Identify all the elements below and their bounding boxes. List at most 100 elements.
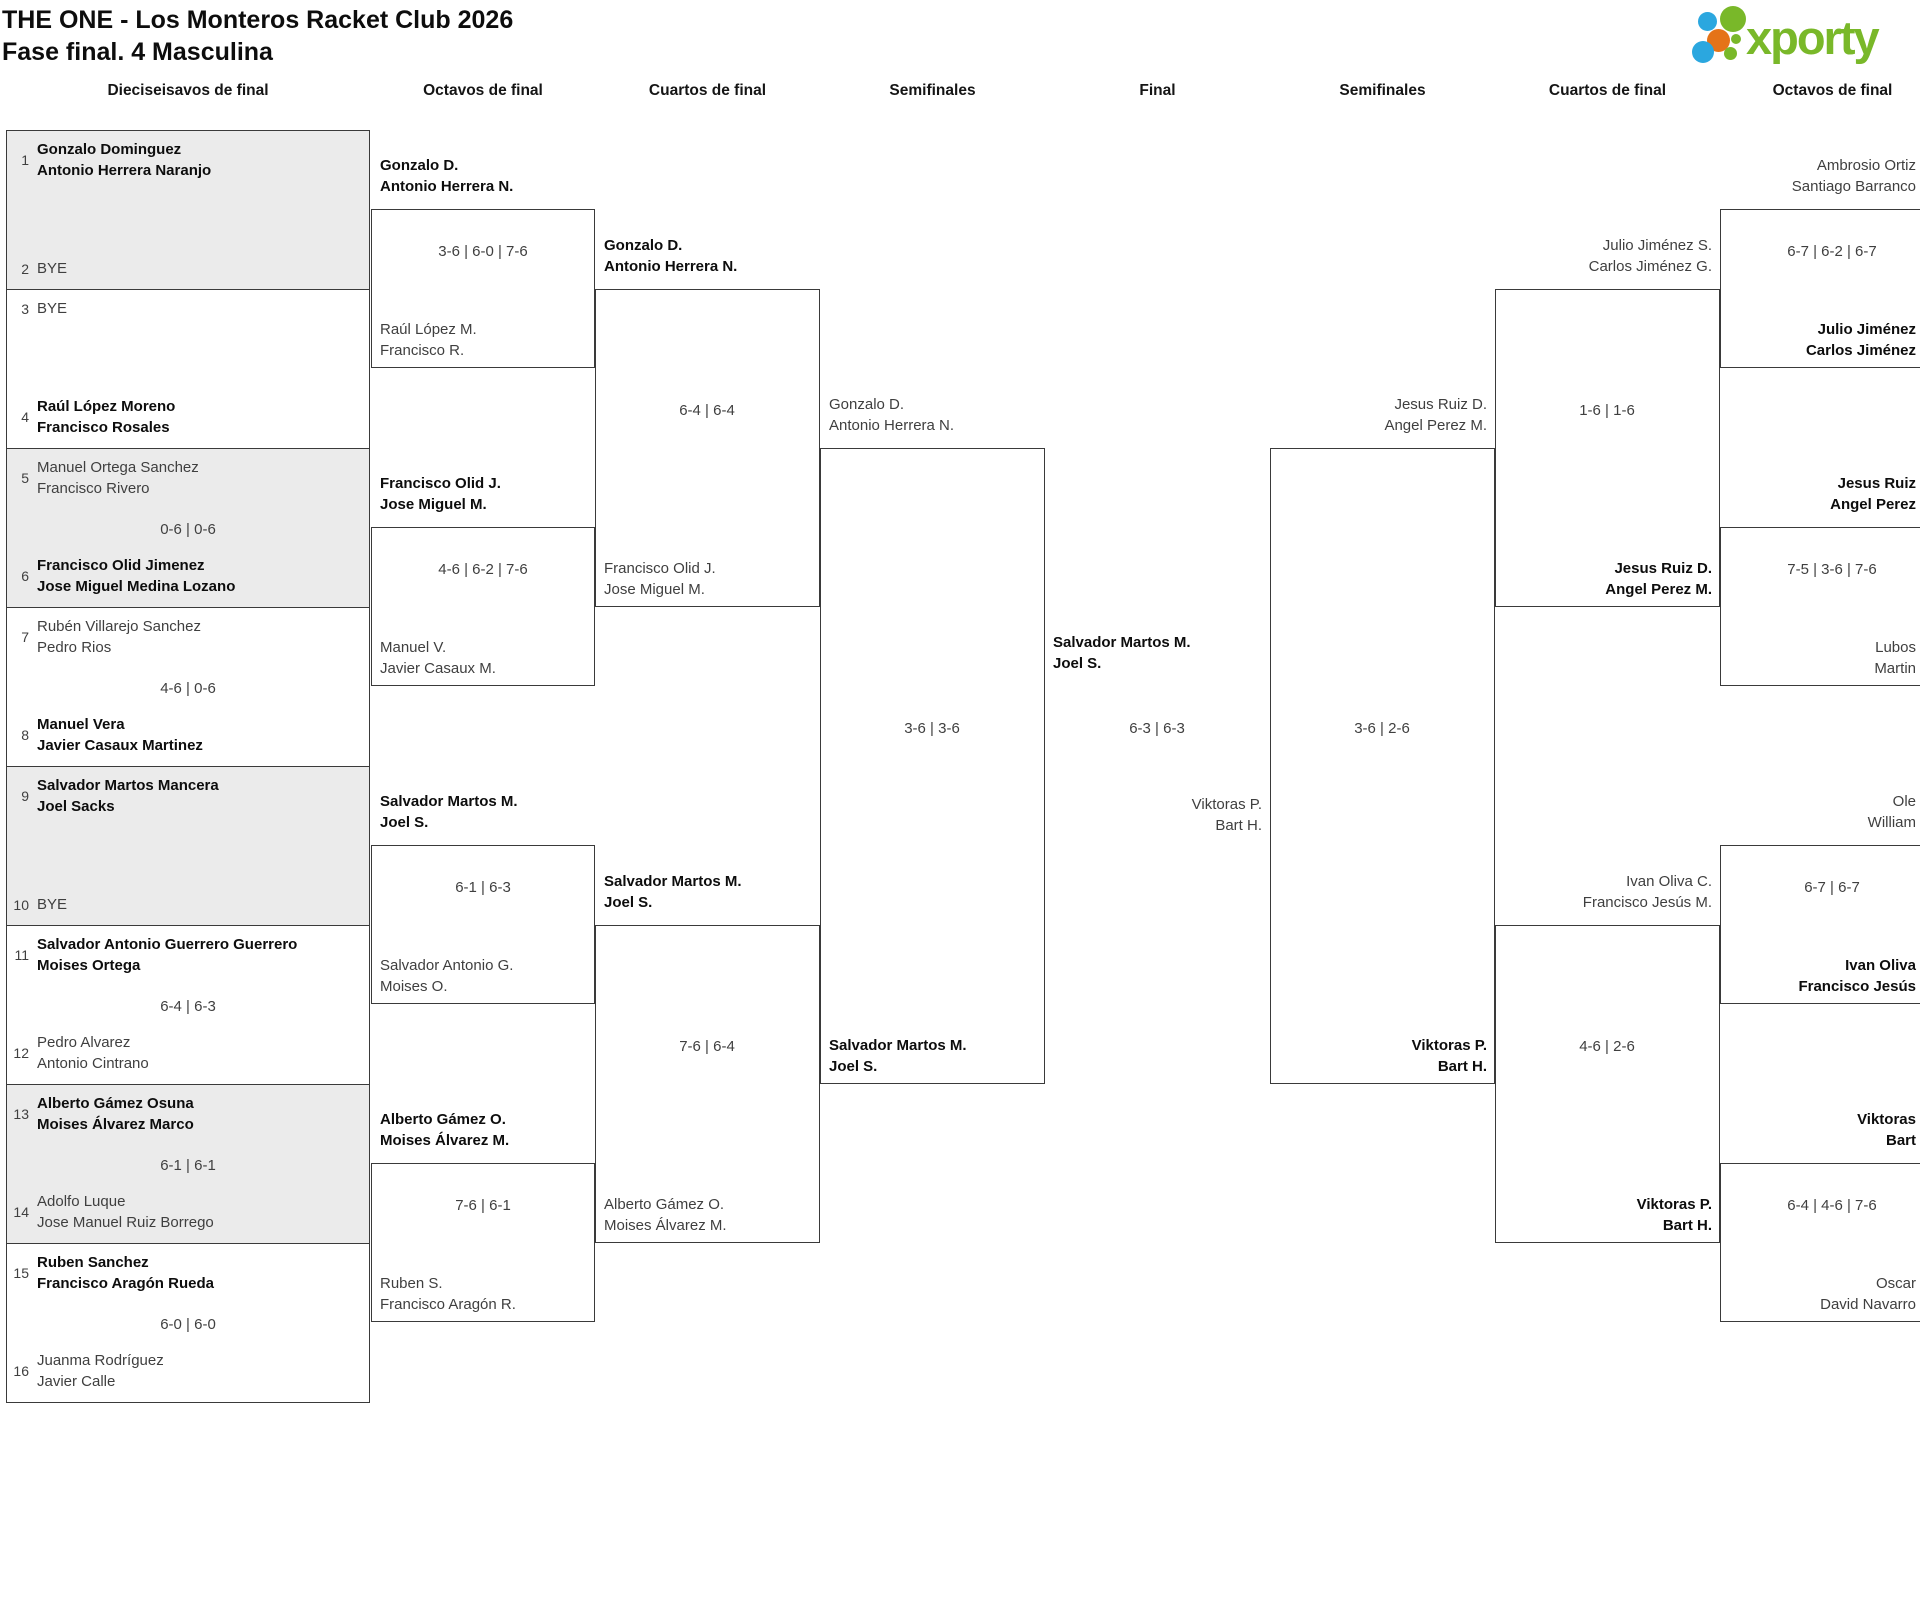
bracket-team: Julio Jiménez S.Carlos Jiménez G. xyxy=(1588,237,1712,275)
match-score: 7-5 | 3-6 | 7-6 xyxy=(1787,561,1877,578)
match-box-cuartos-right-1 xyxy=(1495,289,1720,607)
match-score: 3-6 | 6-0 | 7-6 xyxy=(438,243,528,260)
page-title: THE ONE - Los Monteros Racket Club 2026 … xyxy=(2,4,513,68)
seed-number: 11 xyxy=(14,947,29,963)
match-score: 6-0 | 6-0 xyxy=(160,1316,216,1333)
seed-number: 15 xyxy=(13,1265,29,1281)
seed-number: 1 xyxy=(21,152,29,168)
logo-dot-green-small xyxy=(1724,47,1737,60)
match-score: 6-4 | 6-4 xyxy=(679,402,735,419)
match-box-semifinal-left xyxy=(820,448,1045,1084)
match-box-octavos-right-2 xyxy=(1720,527,1920,686)
match-score: 6-1 | 6-1 xyxy=(160,1157,216,1174)
bracket-team: Salvador Martos M.Joel S. xyxy=(604,873,742,911)
bracket-team: Gonzalo D.Antonio Herrera N. xyxy=(380,157,514,195)
bracket-team: Ivan Oliva C.Francisco Jesús M. xyxy=(1582,873,1712,911)
match-box-octavos-left-1 xyxy=(371,209,595,368)
seed-number: 10 xyxy=(13,896,29,913)
seed-number: 16 xyxy=(13,1363,29,1379)
round-header-semifinales-right: Semifinales xyxy=(1339,82,1426,99)
round-header-final: Final xyxy=(1139,82,1176,99)
match-score: 6-1 | 6-3 xyxy=(455,879,511,896)
seed-number: 12 xyxy=(13,1045,29,1061)
match-box-octavos-right-1 xyxy=(1720,209,1920,368)
bracket-team: Viktoras P.Bart H. xyxy=(1191,796,1262,834)
seed-number: 5 xyxy=(21,470,29,486)
bracket-team: 3 BYE xyxy=(11,298,363,319)
round-header-octavos-left: Octavos de final xyxy=(423,82,543,99)
bracket-team: Manuel V.Javier Casaux M. xyxy=(380,639,496,677)
round-header-cuartos-left: Cuartos de final xyxy=(648,82,767,99)
final-score: 6-3 | 6-3 xyxy=(1129,720,1185,737)
bracket-team: Ruben S.Francisco Aragón R. xyxy=(380,1275,516,1313)
bracket-team: Francisco Olid J.Jose Miguel M. xyxy=(380,475,501,513)
bracket-team: Gonzalo D.Antonio Herrera N. xyxy=(829,396,955,434)
bracket-team: Viktoras P.Bart H. xyxy=(1411,1037,1487,1075)
logo-wordmark: xporty xyxy=(1746,11,1880,64)
match-score: 4-6 | 2-6 xyxy=(1579,1038,1635,1055)
phase-name: Fase final. 4 Masculina xyxy=(2,38,273,66)
match-score: 6-7 | 6-7 xyxy=(1804,879,1860,896)
match-score: 6-7 | 6-2 | 6-7 xyxy=(1787,243,1877,260)
logo-dot-green-tiny xyxy=(1731,34,1741,44)
match-box-cuartos-left-2 xyxy=(595,925,820,1243)
bracket-team: Raúl López M.Francisco R. xyxy=(380,321,477,359)
match-box-octavos-left-3 xyxy=(371,845,595,1004)
round-header-semifinales-left: Semifinales xyxy=(889,82,976,99)
bracket-team: Alberto Gámez O.Moises Álvarez M. xyxy=(604,1196,727,1234)
match-score: 1-6 | 1-6 xyxy=(1579,402,1635,419)
seed-number: 2 xyxy=(21,260,29,277)
bracket-team: 10 BYE xyxy=(11,894,363,915)
seed-number: 3 xyxy=(21,300,29,317)
bracket-team: Viktoras P.Bart H. xyxy=(1636,1196,1712,1234)
tournament-name: THE ONE - Los Monteros Racket Club 2026 xyxy=(2,6,514,34)
bracket-team: Jesus Ruiz D.Angel Perez M. xyxy=(1384,396,1487,434)
round-header-dieciseisavos: Dieciseisavos de final xyxy=(107,82,269,99)
seed-number: 4 xyxy=(21,409,29,425)
seed-number: 6 xyxy=(21,568,29,584)
match-score: 6-4 | 4-6 | 7-6 xyxy=(1787,1197,1877,1214)
bracket-team: Gonzalo D.Antonio Herrera N. xyxy=(604,237,738,275)
match-box-semifinal-right xyxy=(1270,448,1495,1084)
match-box-octavos-left-2 xyxy=(371,527,595,686)
match-score: 6-4 | 6-3 xyxy=(160,998,216,1015)
match-score: 4-6 | 0-6 xyxy=(160,680,216,697)
logo-dot-blue-small xyxy=(1698,12,1717,31)
match-score: 0-6 | 0-6 xyxy=(160,521,216,538)
logo-dot-blue-large xyxy=(1692,41,1714,63)
match-score: 7-6 | 6-1 xyxy=(455,1197,511,1214)
match-box-cuartos-right-2 xyxy=(1495,925,1720,1243)
bracket-team: Jesus Ruiz D.Angel Perez M. xyxy=(1605,560,1712,598)
seed-number: 7 xyxy=(21,629,29,645)
bracket-team: Salvador Antonio G.Moises O. xyxy=(380,957,514,995)
match-box-octavos-right-4 xyxy=(1720,1163,1920,1322)
bracket-team: Salvador Martos M.Joel S. xyxy=(829,1037,967,1075)
seed-number: 8 xyxy=(21,727,29,743)
bracket-team: Alberto Gámez O.Moises Álvarez M. xyxy=(380,1111,510,1149)
round-header-octavos-right: Octavos de final xyxy=(1772,82,1893,99)
match-score: 7-6 | 6-4 xyxy=(679,1038,735,1055)
match-score: 4-6 | 6-2 | 7-6 xyxy=(438,561,528,578)
